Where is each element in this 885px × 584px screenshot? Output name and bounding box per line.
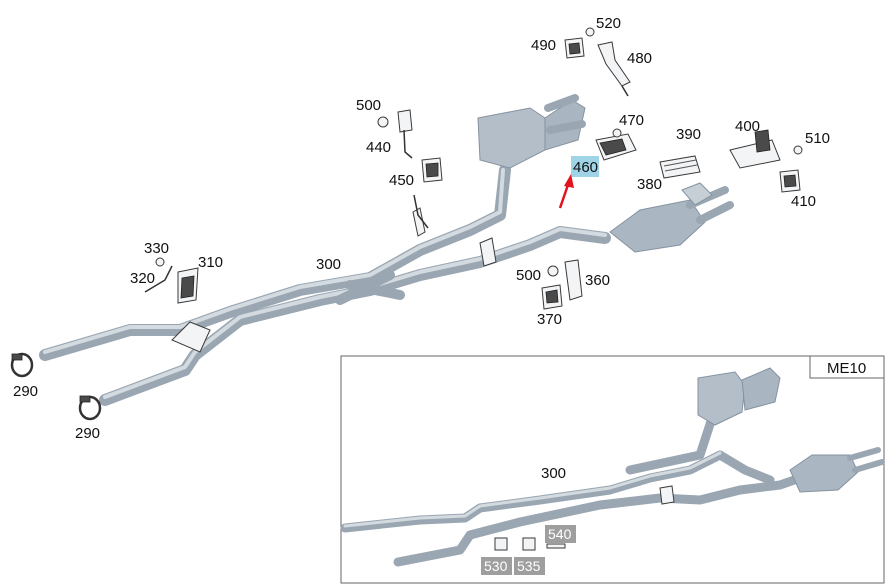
tag-535[interactable]: 535: [514, 557, 545, 575]
label-320: 320: [130, 270, 155, 287]
label-450: 450: [389, 172, 414, 189]
label-460: 460: [573, 159, 598, 176]
clamp-290-a[interactable]: [10, 352, 34, 378]
label-440: 440: [366, 139, 391, 156]
label-310: 310: [198, 254, 223, 271]
label-390: 390: [676, 126, 701, 143]
inset-me10: ME10 300 540 530: [340, 355, 885, 584]
label-300-main: 300: [316, 256, 341, 273]
part-535[interactable]: [522, 537, 536, 551]
label-520: 520: [596, 15, 621, 32]
bracket-400[interactable]: [729, 129, 803, 193]
label-380: 380: [637, 176, 662, 193]
part-530[interactable]: [494, 537, 508, 551]
bracket-360[interactable]: [541, 259, 583, 310]
svg-text:530: 530: [484, 558, 508, 574]
bracket-480[interactable]: [564, 27, 631, 97]
damper-380[interactable]: [659, 155, 701, 179]
label-480: 480: [627, 50, 652, 67]
tag-540[interactable]: 540: [545, 525, 576, 543]
svg-text:540: 540: [548, 526, 572, 542]
label-470: 470: [619, 112, 644, 129]
label-330: 330: [144, 240, 169, 257]
label-300-inset: 300: [541, 465, 566, 482]
label-490: 490: [531, 37, 556, 54]
part-540[interactable]: [546, 543, 566, 549]
rear-silencer-right[interactable]: [609, 182, 734, 253]
tag-530[interactable]: 530: [481, 557, 512, 575]
label-500-lower: 500: [516, 267, 541, 284]
flap-actuator-460[interactable]: [595, 128, 637, 161]
label-370: 370: [537, 311, 562, 328]
pointer-arrow: [558, 174, 574, 209]
rubber-mount-450[interactable]: [413, 157, 443, 229]
label-360: 360: [585, 272, 610, 289]
label-290-a: 290: [13, 383, 38, 400]
label-290-b: 290: [75, 425, 100, 442]
label-400: 400: [735, 118, 760, 135]
hanger-440[interactable]: [377, 109, 413, 159]
label-410: 410: [791, 193, 816, 210]
label-500-upper: 500: [356, 97, 381, 114]
exhaust-assembly-main[interactable]: [39, 94, 734, 406]
inset-title: ME10: [827, 360, 866, 377]
label-510: 510: [805, 130, 830, 147]
svg-text:535: 535: [517, 558, 541, 574]
bracket-310[interactable]: [144, 257, 199, 304]
rear-silencer-left[interactable]: [477, 94, 586, 169]
clamp-290-b[interactable]: [78, 395, 102, 421]
exhaust-assembly-me10[interactable]: [340, 367, 885, 567]
highlight-460[interactable]: 460: [571, 156, 599, 177]
